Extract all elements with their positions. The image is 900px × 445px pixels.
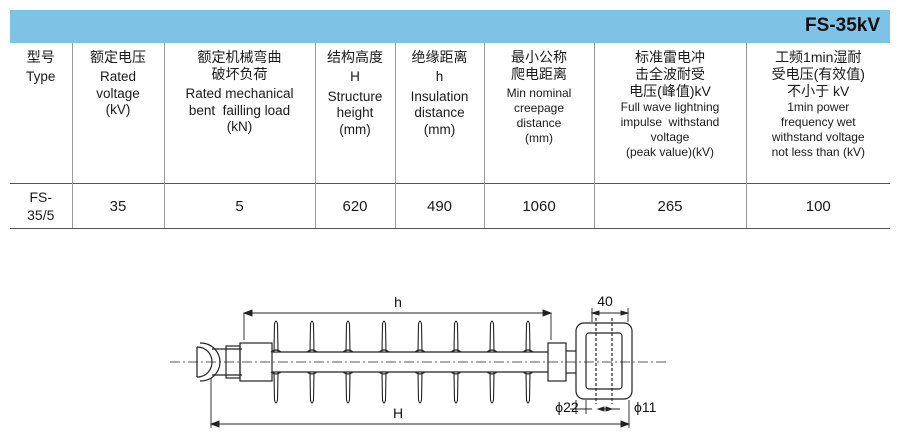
- dimensions: [209, 308, 631, 428]
- shed-6: [453, 320, 459, 404]
- insulator-rod: [272, 351, 548, 373]
- shed-2: [309, 320, 315, 404]
- cell-lightning-impulse: 265: [593, 183, 746, 229]
- right-end-fitting: [547, 318, 633, 404]
- dim-phi22-label: ϕ22: [555, 399, 579, 415]
- shed-root-7: [486, 349, 498, 375]
- col-type-header: 型号 Type: [26, 49, 56, 84]
- shed-5: [417, 320, 423, 404]
- shed-root-2: [306, 349, 318, 375]
- shed-root-3: [342, 349, 354, 375]
- left-clevis-fitting: [196, 342, 273, 382]
- cell-structure-height: 620: [314, 183, 395, 229]
- dim-H-label: H: [393, 405, 403, 421]
- shed-8: [525, 320, 531, 404]
- dim-h-label: h: [394, 294, 402, 310]
- cell-creepage: 1060: [483, 183, 594, 229]
- product-title: FS-35kV: [805, 15, 880, 36]
- sheds: [270, 320, 534, 404]
- shed-root-5: [414, 349, 426, 375]
- table-row: FS-35/5 35 5 620 490 1060 265 100: [10, 183, 890, 229]
- shed-3: [345, 320, 351, 404]
- shed-7: [489, 320, 495, 404]
- cell-type: FS-35/5: [10, 183, 72, 229]
- title-bar: FS-35kV: [10, 10, 890, 43]
- shed-1: [273, 320, 279, 404]
- cell-rated-voltage: 35: [71, 183, 164, 229]
- cell-insulation-distance: 490: [394, 183, 484, 229]
- shed-4: [381, 320, 387, 404]
- dim-phi11-label: ϕ11: [634, 399, 657, 415]
- shed-root-6: [450, 349, 462, 375]
- shed-root-1: [270, 349, 282, 375]
- shed-root-8: [522, 349, 534, 375]
- dim-40-label: 40: [597, 293, 613, 309]
- shed-root-4: [378, 349, 390, 375]
- cell-bend-load: 5: [163, 183, 315, 229]
- cell-power-frequency: 100: [745, 183, 890, 229]
